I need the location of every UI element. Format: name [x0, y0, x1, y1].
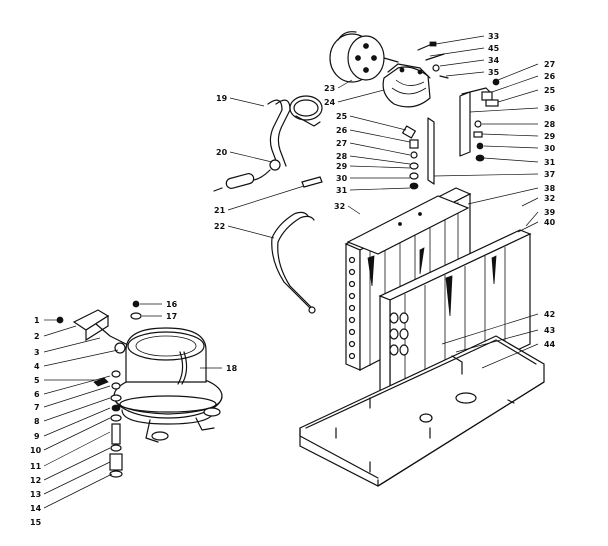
fan-motor [329, 31, 399, 83]
hardware-stack-left [401, 125, 419, 190]
callout-24: 24 [324, 98, 336, 107]
callout-28-right: 28 [544, 120, 556, 129]
callout-30-right: 30 [544, 144, 556, 153]
callout-26-left: 26 [336, 126, 348, 135]
tube-21 [301, 176, 323, 188]
callout-39: 39 [544, 208, 556, 217]
callout-36: 36 [544, 104, 556, 113]
callout-25-left: 25 [336, 112, 348, 121]
callout-15: 15 [30, 518, 42, 527]
callout-19: 19 [216, 94, 228, 103]
callout-43: 43 [544, 326, 555, 335]
base-pan-44 [299, 335, 545, 487]
compressor-18 [113, 327, 223, 443]
callout-45: 45 [488, 44, 500, 53]
callout-27-right: 27 [544, 60, 555, 69]
callout-21: 21 [214, 206, 226, 215]
callout-32-left: 32 [334, 202, 345, 211]
callout-16: 16 [166, 300, 178, 309]
callout-31-right: 31 [544, 158, 556, 167]
callout-38: 38 [544, 184, 556, 193]
callout-20: 20 [216, 148, 228, 157]
callout-labels: 1 2 3 4 5 6 7 8 9 10 11 12 13 14 15 16 1… [30, 32, 556, 527]
callout-2: 2 [34, 332, 40, 341]
coil-tube-ends-39 [389, 312, 409, 356]
callout-26-right: 26 [544, 72, 556, 81]
condenser-coil-39 [378, 229, 532, 411]
tube-22 [271, 211, 316, 314]
motor-mount-bracket [382, 63, 431, 108]
callout-23: 23 [324, 84, 335, 93]
bracket-37 [427, 117, 435, 185]
callout-3: 3 [34, 348, 40, 357]
callout-11: 11 [30, 462, 42, 471]
terminal-cover-2 [56, 309, 127, 354]
callout-25-right: 25 [544, 86, 556, 95]
callout-42: 42 [544, 310, 555, 319]
top-bracket-plate [346, 195, 470, 255]
coil-tube-ends [348, 256, 356, 360]
callout-22: 22 [214, 222, 225, 231]
callout-8: 8 [34, 417, 40, 426]
callout-7: 7 [34, 403, 40, 412]
callout-32-right: 32 [544, 194, 555, 203]
callout-29-right: 29 [544, 132, 556, 141]
callout-30-left: 30 [336, 174, 348, 183]
callout-12: 12 [30, 476, 41, 485]
callout-4: 4 [34, 362, 40, 371]
callout-14: 14 [30, 504, 42, 513]
hardware-stack-right [473, 120, 485, 162]
callout-31-left: 31 [336, 186, 348, 195]
callout-1: 1 [34, 316, 40, 325]
callout-34: 34 [488, 56, 500, 65]
callout-27-left: 27 [336, 139, 347, 148]
callout-10: 10 [30, 446, 42, 455]
motor-hardware [417, 41, 500, 107]
leader-lines [43, 35, 539, 509]
bracket-36 [459, 87, 491, 157]
callout-44: 44 [544, 340, 556, 349]
callout-35: 35 [488, 68, 500, 77]
callout-5: 5 [34, 376, 40, 385]
callout-28-left: 28 [336, 152, 348, 161]
callout-18: 18 [226, 364, 238, 373]
callout-17: 17 [166, 312, 177, 321]
callout-29-left: 29 [336, 162, 348, 171]
callout-37: 37 [544, 170, 555, 179]
callout-9: 9 [34, 432, 40, 441]
compressor-mount-hardware [93, 370, 123, 478]
callout-6: 6 [34, 390, 40, 399]
callout-40: 40 [544, 218, 556, 227]
capillary-tubing [247, 95, 323, 181]
callout-33: 33 [488, 32, 499, 41]
callout-13: 13 [30, 490, 41, 499]
nut-16-17 [130, 300, 142, 320]
drier-20 [213, 173, 255, 192]
